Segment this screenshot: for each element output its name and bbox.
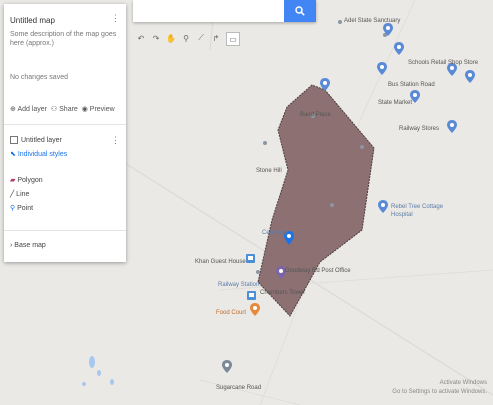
preview-button[interactable]: ◉ Preview — [81, 106, 115, 113]
marker-icon[interactable] — [222, 360, 232, 373]
panel-actions: ⊕ Add layer ⚇ Share ◉ Preview — [10, 105, 115, 113]
hand-icon[interactable]: ✋ — [166, 33, 176, 43]
drawn-polygon[interactable] — [257, 84, 375, 317]
map-title[interactable]: Untitled map — [10, 16, 55, 25]
marker-icon[interactable] — [394, 42, 404, 55]
marker-icon[interactable] — [378, 200, 388, 213]
polygon-icon: ▰ — [10, 177, 16, 184]
map-label: Adel State Sanctuary — [344, 18, 401, 24]
marker-icon[interactable] — [276, 266, 286, 279]
map-label: Rebel Tree Cottage — [391, 204, 444, 210]
undo-icon[interactable]: ↶ — [137, 33, 145, 43]
layer-name[interactable]: Untitled layer — [10, 136, 62, 144]
chevron-right-icon: › — [10, 242, 13, 249]
individual-styles-link[interactable]: ⬉ Individual styles — [10, 151, 68, 158]
search-icon — [295, 6, 305, 16]
marker-icon[interactable] — [250, 303, 260, 316]
map-description[interactable]: Some description of the map goes here (a… — [10, 31, 117, 47]
layer-options-icon[interactable]: ⋮ — [111, 135, 120, 145]
marker-icon[interactable] — [383, 23, 393, 36]
map-panel: Untitled map ⋮ Some description of the m… — [4, 4, 126, 262]
share-button[interactable]: ⚇ Share — [50, 106, 78, 113]
save-status: No changes saved — [10, 74, 68, 81]
bus-station-icon[interactable] — [246, 254, 255, 263]
map-label: Railway Station — [218, 282, 260, 288]
map-label: Sugarcane Road — [216, 385, 262, 391]
add-layer-button[interactable]: ⊕ Add layer — [10, 106, 48, 113]
more-options-icon[interactable]: ⋮ — [111, 13, 120, 23]
search-button[interactable] — [284, 0, 316, 22]
marker-icon[interactable] — [465, 70, 475, 83]
layer-item-polygon[interactable]: ▰ Polygon — [10, 177, 43, 184]
marker-icon: ⚲ — [10, 205, 16, 212]
map-label: Railway Stores — [399, 126, 440, 132]
map-label: Food Court — [216, 310, 247, 316]
map-label: Cemetery — [262, 230, 289, 236]
marker-icon[interactable] — [447, 120, 457, 133]
map-label: State Market — [378, 100, 413, 106]
marker-icon[interactable] — [320, 78, 330, 91]
marker-icon[interactable] — [410, 90, 420, 103]
railway-icon[interactable] — [247, 291, 256, 300]
windows-watermark: Activate Windows Go to Settings to activ… — [392, 380, 487, 395]
marker-icon[interactable] — [447, 63, 457, 76]
base-map-toggle[interactable]: › Base map — [10, 242, 46, 249]
map-label: Bus Station Road — [388, 82, 435, 88]
marker-icon[interactable] — [284, 231, 294, 245]
style-icon: ⬉ — [10, 151, 16, 158]
map-label: Stone Hill — [256, 168, 282, 174]
redo-icon[interactable]: ↷ — [152, 33, 160, 43]
measure-icon[interactable]: ▭ — [226, 32, 240, 46]
add-marker-icon[interactable]: ⚲ — [183, 33, 189, 43]
line-icon: ╱ — [10, 191, 15, 198]
map-label: Goodway Rd Post Office — [285, 268, 351, 274]
map-label: Baird Place — [300, 112, 331, 118]
draw-line-icon[interactable]: ⟋ — [198, 33, 204, 42]
checkbox-icon[interactable] — [10, 136, 18, 144]
drawing-toolbar: ↶ ↷ ✋ ⚲ ⟋ ↱ ▭ — [136, 32, 240, 46]
map-label: Schools Retail Shop Store — [408, 60, 479, 66]
map-label: Hospital — [391, 212, 413, 218]
route-icon[interactable]: ↱ — [212, 33, 220, 43]
layer-item-point[interactable]: ⚲ Point — [10, 205, 34, 212]
map-label: Khan Guest House — [195, 259, 246, 265]
search-input[interactable] — [133, 0, 316, 22]
map-label: Chambers Tower — [260, 290, 306, 296]
marker-icon[interactable] — [377, 62, 387, 75]
layer-item-line[interactable]: ╱ Line — [10, 191, 30, 198]
